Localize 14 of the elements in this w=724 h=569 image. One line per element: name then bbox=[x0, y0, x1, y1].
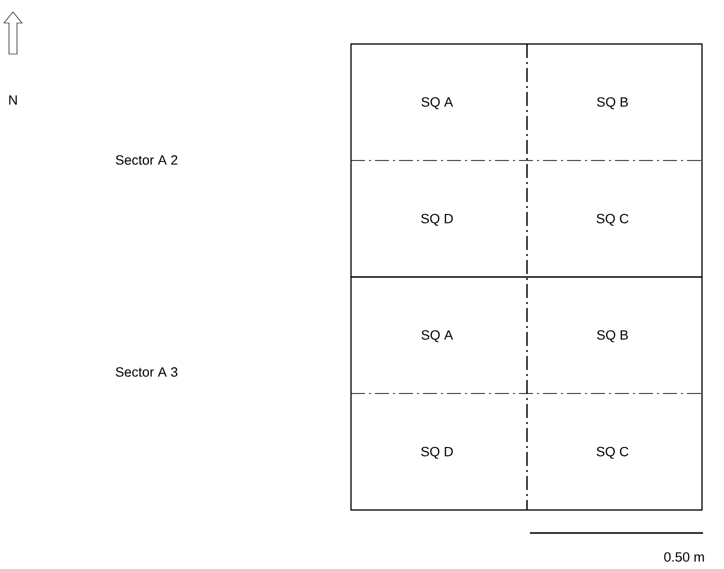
sector-label: Sector A 2 bbox=[116, 155, 178, 165]
square-label: SQ A bbox=[422, 330, 454, 342]
scale-label: 0.50 m bbox=[664, 552, 704, 562]
square-label: SQ C bbox=[596, 446, 628, 459]
square-label: SQ B bbox=[597, 97, 628, 110]
sector-label: Sector A 3 bbox=[116, 367, 178, 377]
square-label: SQ B bbox=[597, 330, 628, 342]
square-label: SQ C bbox=[596, 214, 628, 226]
square-label: SQ D bbox=[421, 446, 453, 459]
square-label: SQ D bbox=[421, 214, 453, 226]
sector-box bbox=[350, 276, 703, 511]
sector-box bbox=[350, 43, 703, 278]
north-label: N bbox=[9, 95, 17, 105]
square-label: SQ A bbox=[422, 97, 454, 110]
